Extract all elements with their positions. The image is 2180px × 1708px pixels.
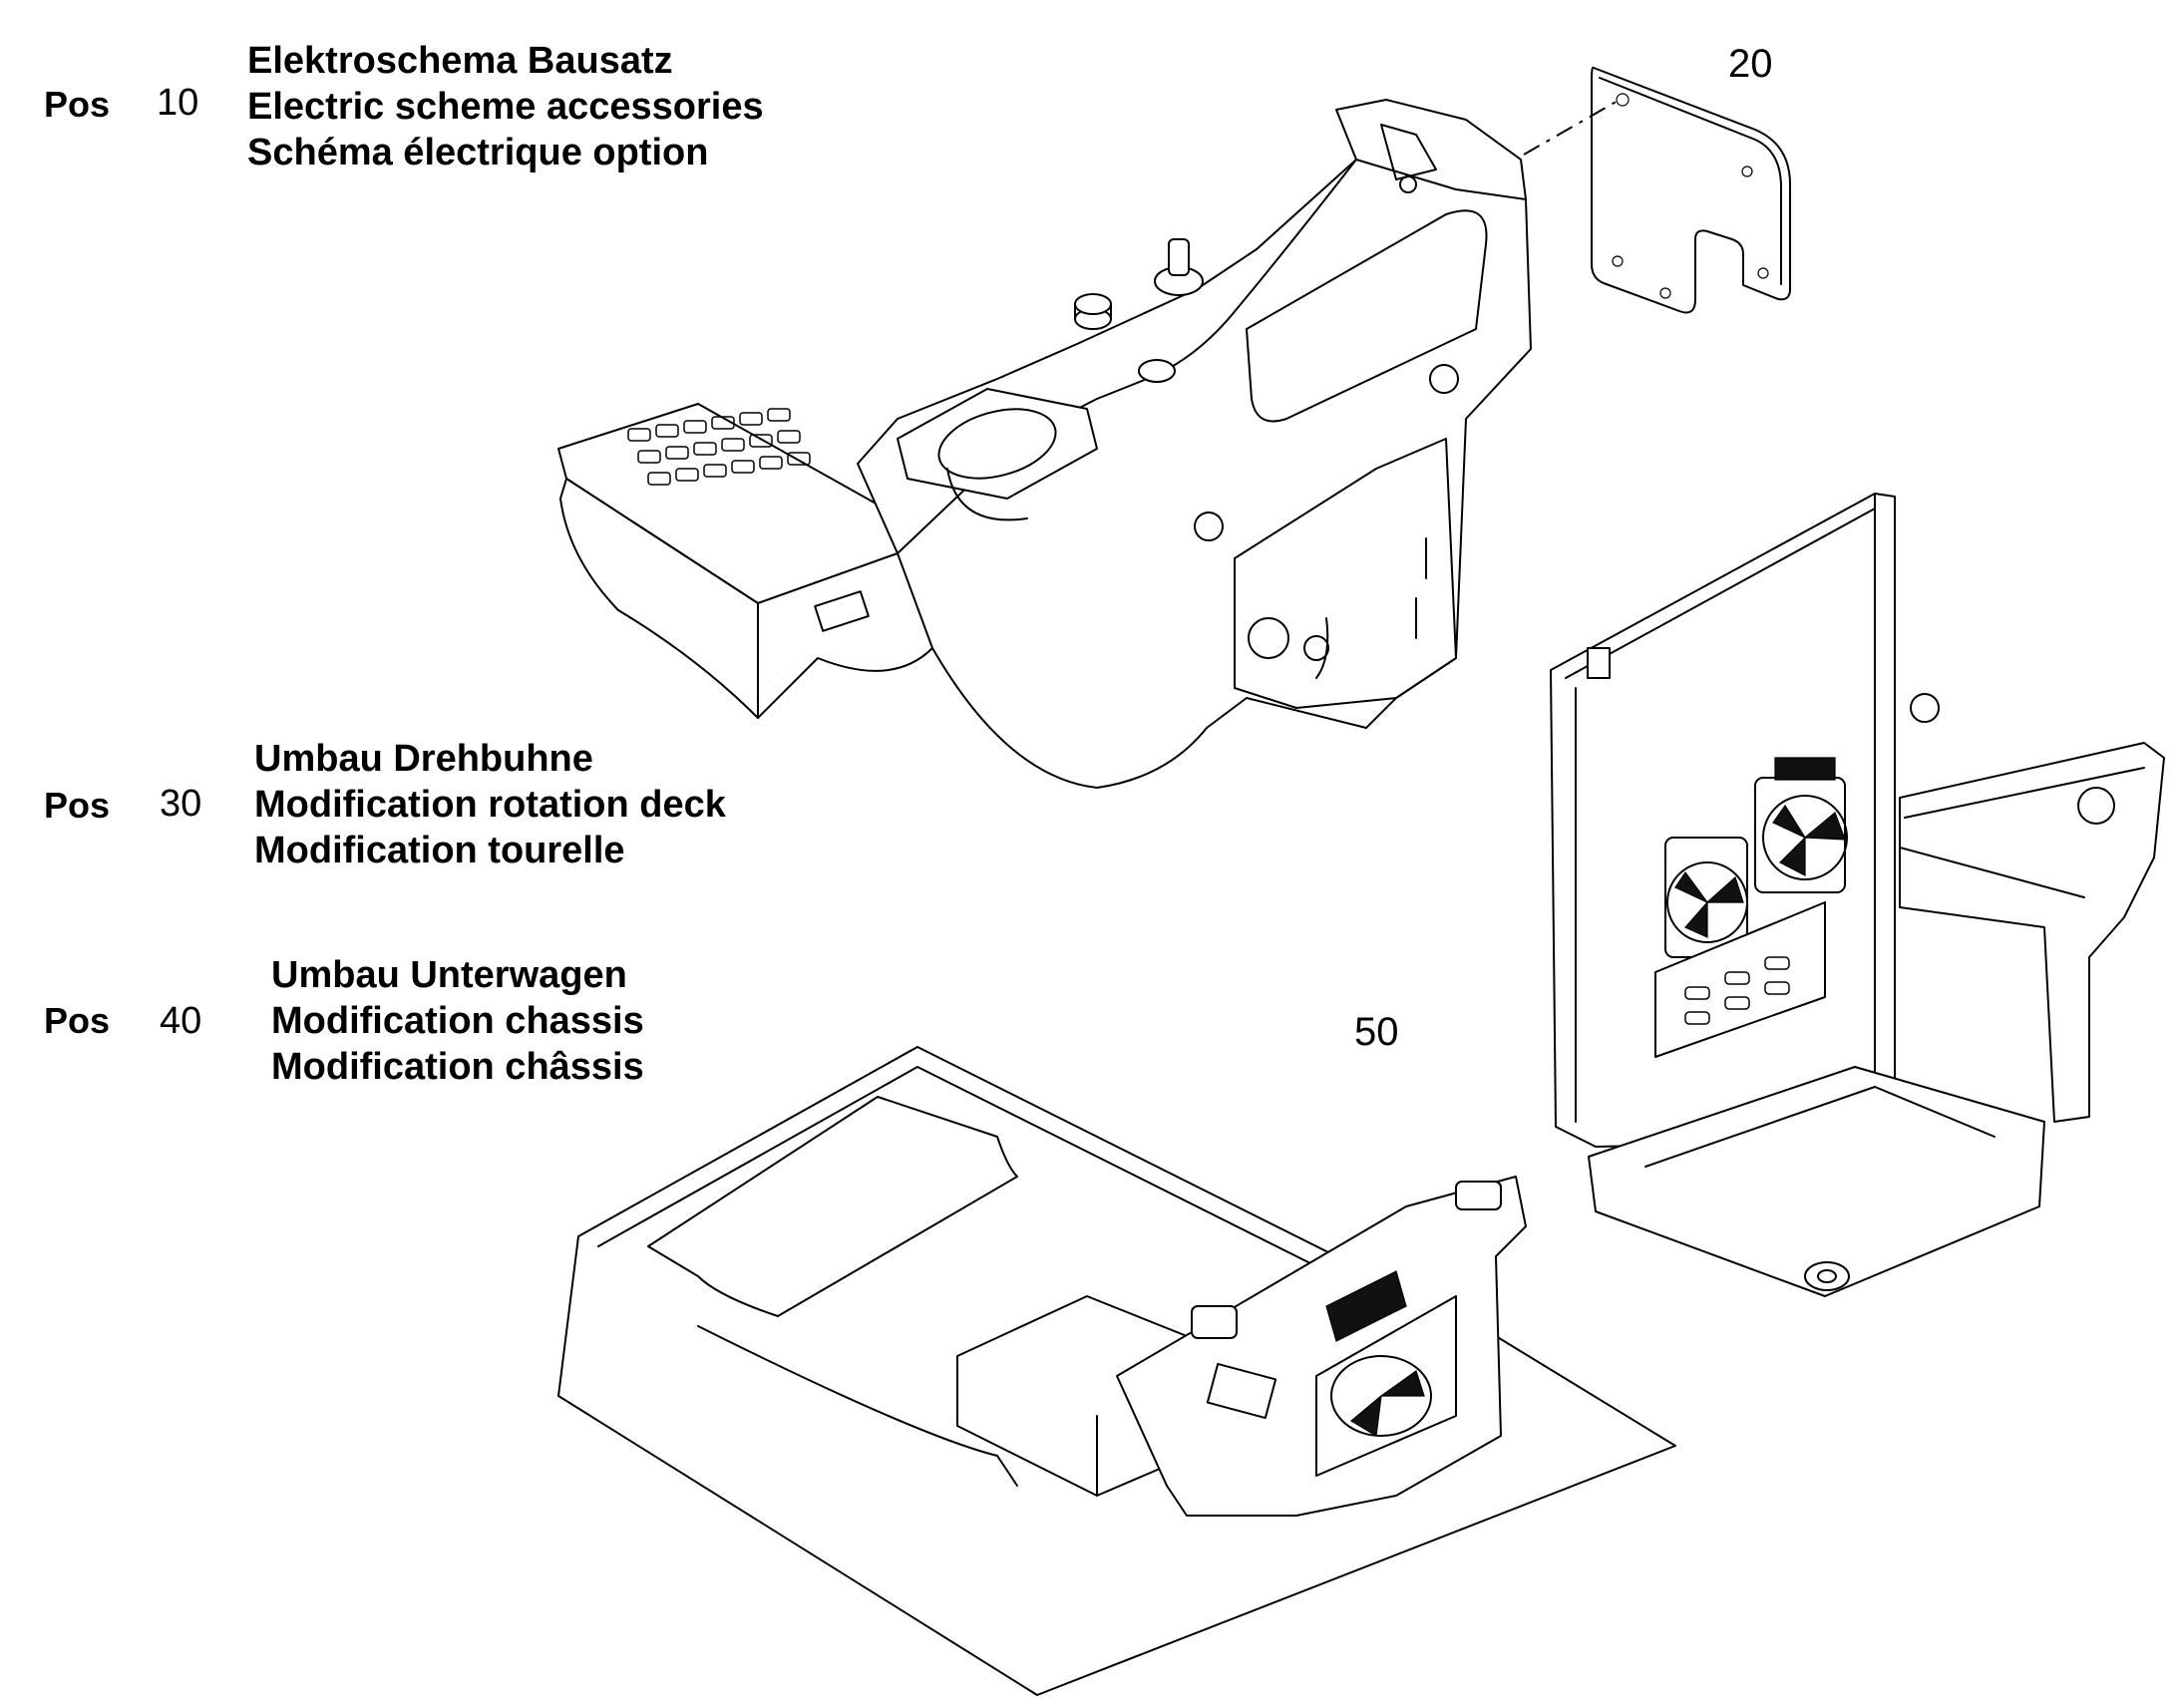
fan-unit	[1665, 838, 1747, 957]
chassis-base-plate	[558, 1047, 1675, 1695]
pos-description: Umbau Drehbuhne Modification rotation de…	[254, 736, 726, 873]
pos-label: Pos	[44, 1000, 111, 1041]
description-fr: Modification tourelle	[254, 830, 625, 871]
description-de: Umbau Drehbuhne	[254, 738, 593, 780]
pos-number: 10	[157, 82, 199, 124]
control-console	[558, 100, 1531, 788]
description-en: Electric scheme accessories	[247, 86, 764, 128]
description-de: Umbau Unterwagen	[271, 954, 627, 996]
pos-label: Pos	[44, 84, 111, 125]
pos-label: Pos	[44, 785, 111, 826]
leader-line	[1524, 100, 1620, 155]
description-de: Elektroschema Bausatz	[247, 40, 673, 82]
fan-unit	[1755, 758, 1847, 892]
description-en: Modification chassis	[271, 1000, 644, 1042]
callout-assembly-number: 50	[1354, 1010, 1399, 1054]
pos-description: Umbau Unterwagen Modification chassis Mo…	[271, 952, 644, 1090]
description-en: Modification rotation deck	[254, 784, 726, 826]
rotation-deck-frame	[1551, 494, 2164, 1296]
pos-number: 40	[160, 1000, 202, 1042]
pos-description: Elektroschema Bausatz Electric scheme ac…	[247, 38, 764, 175]
pos-number: 30	[160, 783, 202, 825]
description-fr: Modification châssis	[271, 1046, 644, 1088]
callout-plate-number: 20	[1728, 42, 1773, 86]
mounting-plate	[1592, 68, 1790, 313]
description-fr: Schéma électrique option	[247, 132, 709, 173]
